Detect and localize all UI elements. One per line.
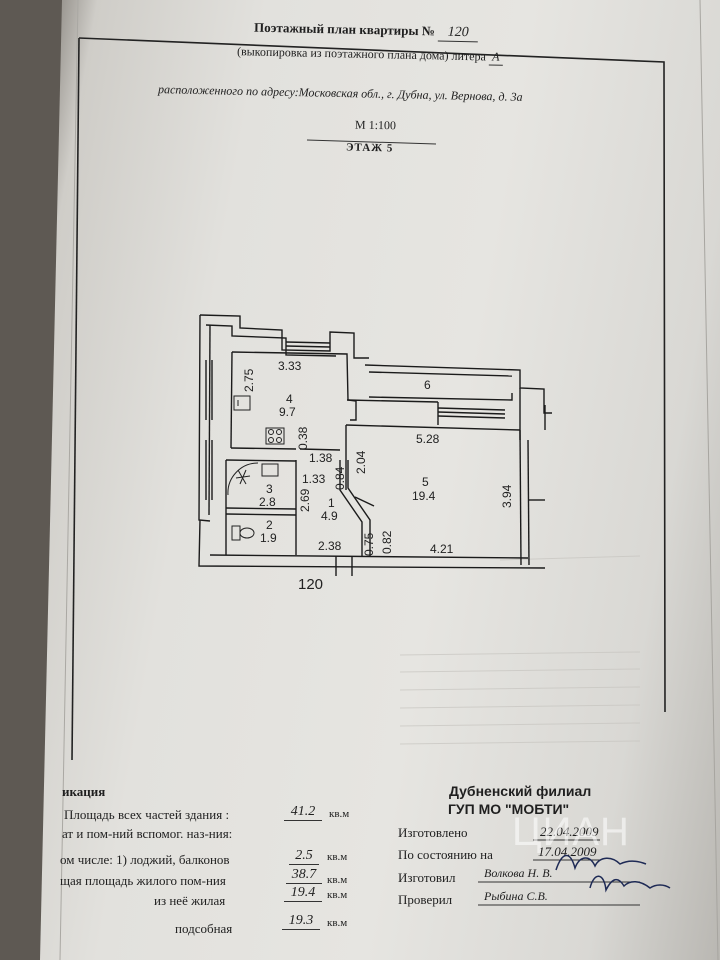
dim-4-21: 4.21 — [430, 542, 454, 556]
spec-row-utility-value: 19.3 — [282, 913, 320, 930]
spec-row-living-label: из неё жилая — [154, 893, 226, 908]
as-of-date-label: По состоянию на — [398, 847, 493, 862]
dim-1-38: 1.38 — [309, 451, 333, 465]
spec-row-living-total-label: щая площадь жилого пом-ния — [60, 873, 226, 888]
spec-row-living-unit: кв.м — [327, 889, 348, 901]
room-5-area: 19.4 — [412, 489, 436, 503]
spec-row-living-total-value: 38.7 — [286, 867, 322, 884]
spec-row-loggia-label: ом числе: 1) лоджий, балконов — [60, 852, 230, 867]
dim-2-38: 2.38 — [318, 539, 342, 553]
spec-row-loggia-value: 2.5 — [289, 848, 319, 865]
spec-row-utility-unit: кв.м — [327, 917, 348, 929]
dim-6: 6 — [424, 378, 431, 392]
sink-icon — [233, 395, 251, 411]
toilet-icon — [231, 525, 255, 541]
dim-1-33: 1.33 — [302, 472, 326, 486]
made-date-label: Изготовлено — [398, 825, 468, 840]
checked-by-value: Рыбина С.В. — [484, 889, 548, 903]
made-by-label: Изготовил — [398, 870, 456, 885]
spec-row-aux-label: ат и пом-ний вспомог. наз-ния: — [62, 826, 233, 841]
room-2-number: 2 — [266, 518, 273, 532]
room-3-number: 3 — [266, 482, 273, 496]
org-name-line1: Дубненский филиал — [449, 783, 592, 799]
spec-row-living-value: 19.4 — [284, 885, 322, 902]
dim-3-33: 3.33 — [278, 359, 302, 373]
made-by-value: Волкова Н. В. — [484, 866, 553, 880]
as-of-date-value: 17.04.2009 — [538, 844, 597, 859]
spec-row-total-value: 41.2 — [284, 804, 322, 821]
signature-mark — [555, 854, 671, 893]
room-5-number: 5 — [422, 475, 429, 489]
stove-icon — [265, 427, 285, 445]
checked-by-label: Проверил — [398, 892, 453, 907]
spec-row-utility-label: подсобная — [175, 921, 233, 936]
room-4-area: 9.7 — [279, 405, 296, 419]
spec-row-total-label: Площадь всех частей здания : — [64, 807, 230, 822]
room-4-number: 4 — [286, 392, 293, 406]
room-2-area: 1.9 — [260, 531, 277, 545]
shower-icon — [227, 462, 279, 496]
spec-row-loggia-unit: кв.м — [327, 851, 348, 863]
org-name-line2: ГУП МО "МОБТИ" — [448, 801, 570, 817]
spec-row-total-unit: кв.м — [329, 808, 350, 820]
cian-watermark: ЦИАН — [512, 810, 630, 854]
spec-title: икация — [62, 784, 106, 799]
apartment-label: 120 — [298, 576, 324, 593]
room-1-number: 1 — [328, 496, 335, 510]
made-date-value: 22.04.2009 — [540, 824, 599, 839]
room-1-area: 4.9 — [321, 509, 338, 523]
dim-5-28: 5.28 — [416, 432, 440, 446]
room-3-area: 2.8 — [259, 495, 276, 509]
spec-row-living-total-unit: кв.м — [327, 874, 348, 886]
